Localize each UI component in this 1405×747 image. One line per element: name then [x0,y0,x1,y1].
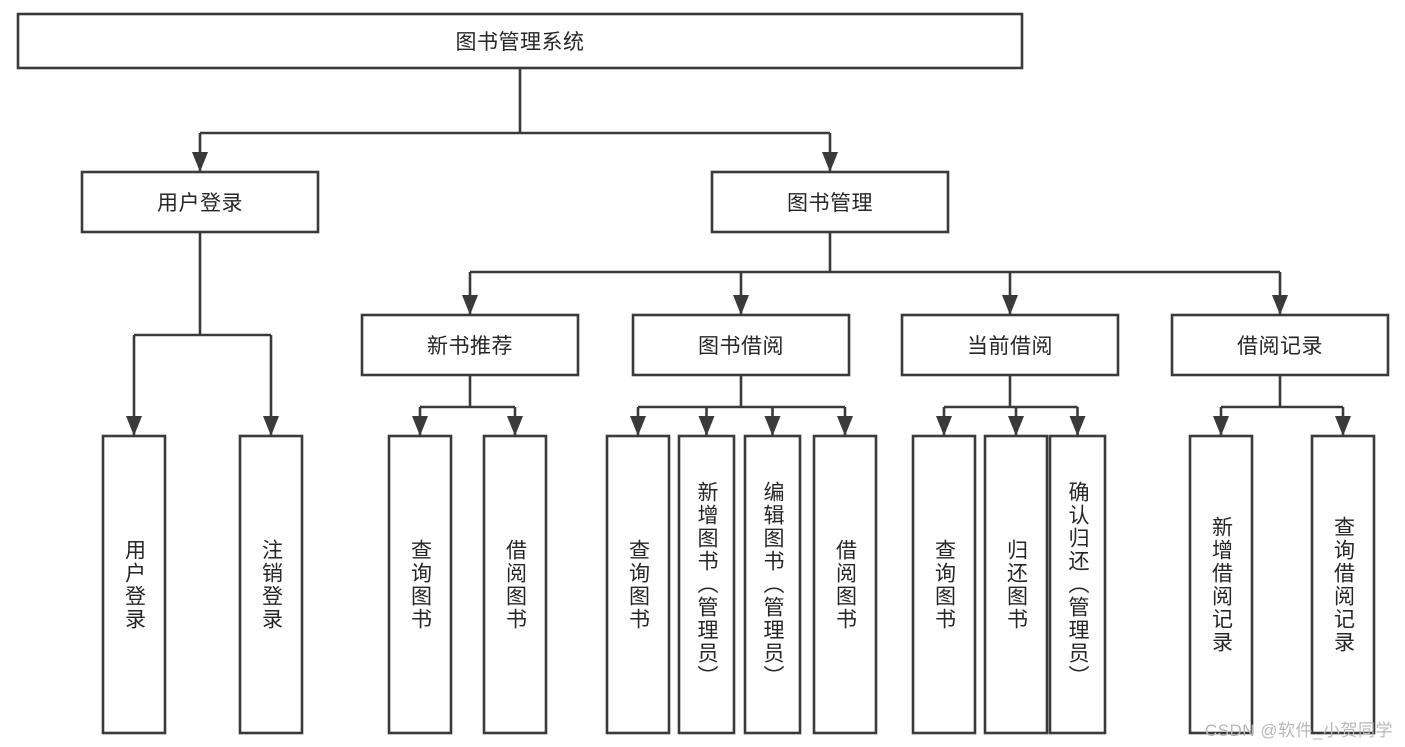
node-box-newbook[interactable] [360,313,580,377]
node-box-leaf-2[interactable] [238,434,304,735]
arrow-head-icon [263,416,279,436]
node-box-leaf-8[interactable] [812,434,878,735]
node-box-login[interactable] [80,170,320,234]
arrow-head-icon [936,416,952,436]
node-box-records[interactable] [1170,313,1390,377]
arrow-head-icon [764,416,781,436]
node-box-leaf-1[interactable] [101,434,167,735]
arrow-head-icon [1002,295,1018,315]
arrow-head-icon [1213,416,1229,436]
boxes-layer [16,12,1390,735]
node-box-leaf-11[interactable] [1048,434,1107,735]
arrow-head-icon [733,295,749,315]
node-box-leaf-7[interactable] [743,434,802,735]
node-box-root[interactable] [16,12,1024,70]
arrow-head-icon [462,295,478,315]
node-box-leaf-5[interactable] [605,434,671,735]
arrow-head-icon [192,152,208,172]
node-box-leaf-3[interactable] [387,434,453,735]
arrow-head-icon [412,416,428,436]
arrow-head-icon [1069,416,1086,436]
arrow-head-icon [822,152,838,172]
arrow-head-icon [837,416,853,436]
arrow-head-icon [1008,416,1024,436]
edges-layer [126,68,1351,436]
node-box-current[interactable] [900,313,1120,377]
node-box-leaf-4[interactable] [482,434,548,735]
arrow-head-icon [698,416,715,436]
node-box-leaf-12[interactable] [1188,434,1254,735]
node-box-leaf-10[interactable] [983,434,1049,735]
arrow-head-icon [1335,416,1351,436]
node-box-leaf-6[interactable] [677,434,736,735]
arrow-head-icon [1272,295,1288,315]
node-box-leaf-13[interactable] [1310,434,1376,735]
node-box-borrow[interactable] [631,313,851,377]
arrow-head-icon [126,416,142,436]
arrow-head-icon [507,416,523,436]
arrow-head-icon [630,416,646,436]
node-box-leaf-9[interactable] [911,434,977,735]
node-box-bookmgmt[interactable] [710,170,950,234]
